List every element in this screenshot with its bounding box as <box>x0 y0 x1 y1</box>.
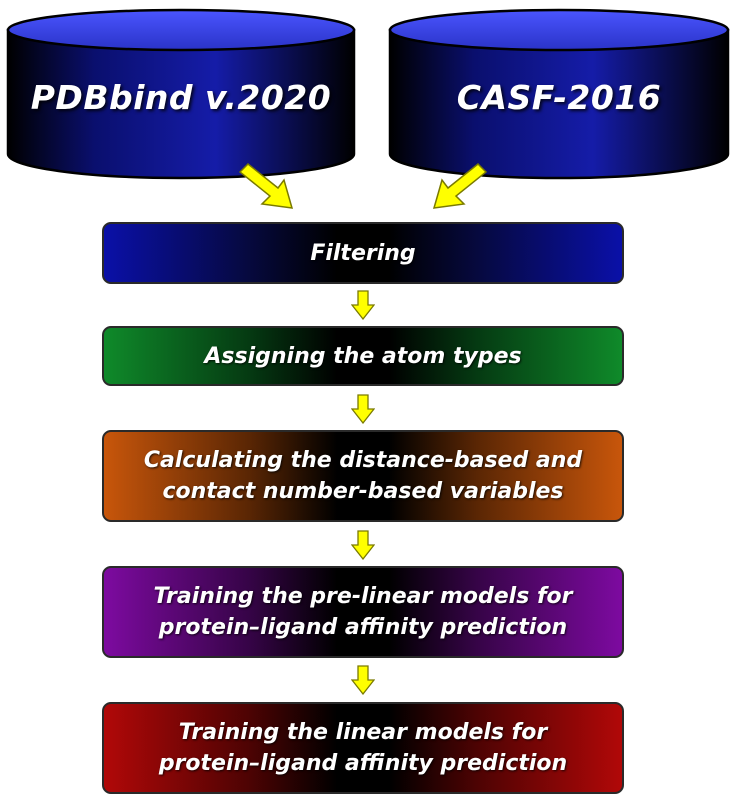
database-cylinder-pdbbind: PDBbind v.2020 <box>6 8 356 180</box>
step-label: Calculating the distance-based and conta… <box>143 448 583 504</box>
arrow-down-icon <box>351 394 375 424</box>
source-label-casf: CASF-2016 <box>456 78 662 117</box>
arrow-down-icon <box>351 665 375 695</box>
arrow-down-icon <box>351 290 375 320</box>
step-label: Training the linear models for protein–l… <box>158 720 568 776</box>
step-training-pre-linear: Training the pre-linear models for prote… <box>102 566 624 658</box>
database-cylinder-casf: CASF-2016 <box>388 8 736 180</box>
arrow-down-icon <box>351 530 375 560</box>
step-label: Assigning the atom types <box>204 343 522 369</box>
cylinder-icon <box>388 8 730 180</box>
source-label-pdbbind: PDBbind v.2020 <box>30 78 332 117</box>
cylinder-icon <box>6 8 356 180</box>
step-label: Filtering <box>310 240 416 266</box>
arrow-down-right-icon <box>238 162 294 209</box>
step-assigning-atom-types: Assigning the atom types <box>102 326 624 386</box>
step-filtering: Filtering <box>102 222 624 284</box>
arrow-down-left-icon <box>432 162 488 209</box>
step-label: Training the pre-linear models for prote… <box>153 584 573 640</box>
step-training-linear: Training the linear models for protein–l… <box>102 702 624 794</box>
step-calculating-variables: Calculating the distance-based and conta… <box>102 430 624 522</box>
